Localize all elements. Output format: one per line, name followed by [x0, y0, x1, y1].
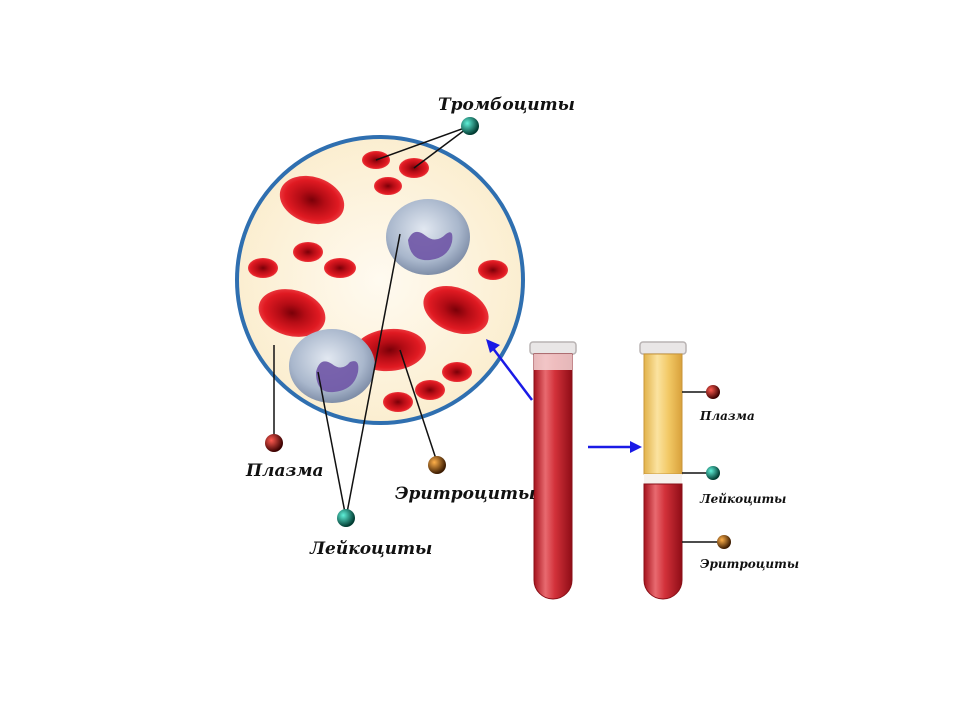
label-erythrocytes: Эритроциты: [395, 484, 536, 504]
erythrocyte-cells: [248, 175, 508, 412]
label-markers: [265, 117, 479, 527]
label-platelets: Тромбоциты: [438, 95, 575, 115]
tube-leukocytes-marker-icon: [706, 466, 720, 480]
centrifuge-arrow: [588, 441, 642, 453]
tube-label-markers: [706, 385, 731, 549]
magnified-blood-sample: [235, 135, 525, 425]
test-tube-separated: [639, 341, 687, 600]
test-tube-whole-blood: [529, 341, 577, 600]
tube-plasma-marker-icon: [706, 385, 720, 399]
plasma-marker-icon: [265, 434, 283, 452]
tube-label-leukocytes: Лейкоциты: [700, 492, 787, 506]
leukocyte-cells: [289, 199, 470, 403]
label-leukocytes: Лейкоциты: [310, 539, 433, 559]
label-plasma: Плазма: [246, 461, 324, 481]
magnify-arrow: [486, 339, 533, 401]
tube-label-erythrocytes: Эритроциты: [700, 557, 800, 571]
leader-lines: [273, 125, 471, 519]
platelets-marker-icon: [461, 117, 479, 135]
tube-label-plasma: Плазма: [700, 409, 755, 423]
leukocytes-marker-icon: [337, 509, 355, 527]
erythrocytes-marker-icon: [428, 456, 446, 474]
tube-erythrocytes-marker-icon: [717, 535, 731, 549]
